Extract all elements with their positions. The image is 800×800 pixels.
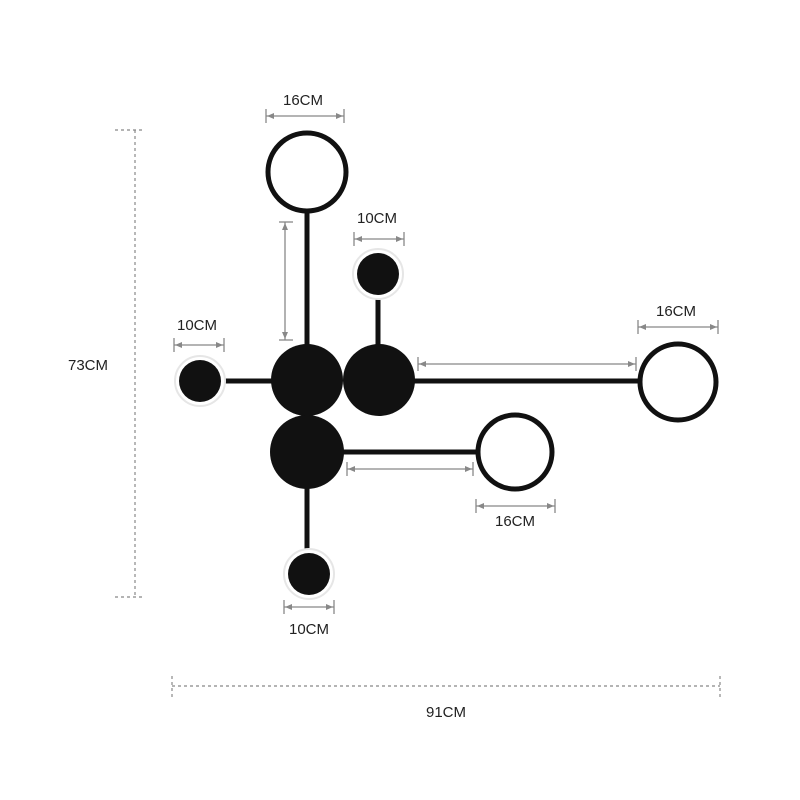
- dimension-right-ring: 16CM: [637, 303, 719, 334]
- label-top-ring: 16CM: [283, 92, 323, 109]
- ring-right: [637, 341, 719, 423]
- label-upper-small-disc: 10CM: [357, 210, 397, 227]
- hub-top-left: [271, 344, 343, 416]
- small-disc-upper: [352, 248, 404, 300]
- dimension-overall-width: 91CM: [171, 676, 721, 721]
- hub-right: [343, 344, 415, 416]
- dimension-bottom-small-disc: 10CM: [283, 600, 335, 638]
- label-bottom-small-disc: 10CM: [289, 621, 329, 638]
- central-hubs: [270, 344, 415, 489]
- label-overall-width: 91CM: [426, 704, 466, 721]
- small-disc-left: [174, 355, 226, 407]
- dimension-left-small-disc: 10CM: [173, 317, 225, 352]
- label-left-small-disc: 10CM: [177, 317, 217, 334]
- ring-top: [265, 130, 349, 214]
- dimension-upper-small-disc: 10CM: [353, 210, 405, 246]
- fixture-rods: [222, 212, 638, 550]
- label-lower-ring: 16CM: [495, 513, 535, 530]
- ring-lower: [475, 412, 555, 492]
- dimension-lower-rod: [346, 462, 474, 476]
- dimension-top-ring: 16CM: [265, 92, 345, 123]
- dimension-lower-ring: 16CM: [475, 499, 556, 530]
- label-right-ring: 16CM: [656, 303, 696, 320]
- dimension-right-rod: [417, 357, 637, 371]
- label-overall-height: 73CM: [68, 357, 108, 374]
- dimension-overall-height: 73CM: [68, 129, 142, 598]
- dimension-top-rod: [279, 221, 293, 341]
- hub-bottom: [270, 415, 344, 489]
- small-disc-bottom: [283, 548, 335, 600]
